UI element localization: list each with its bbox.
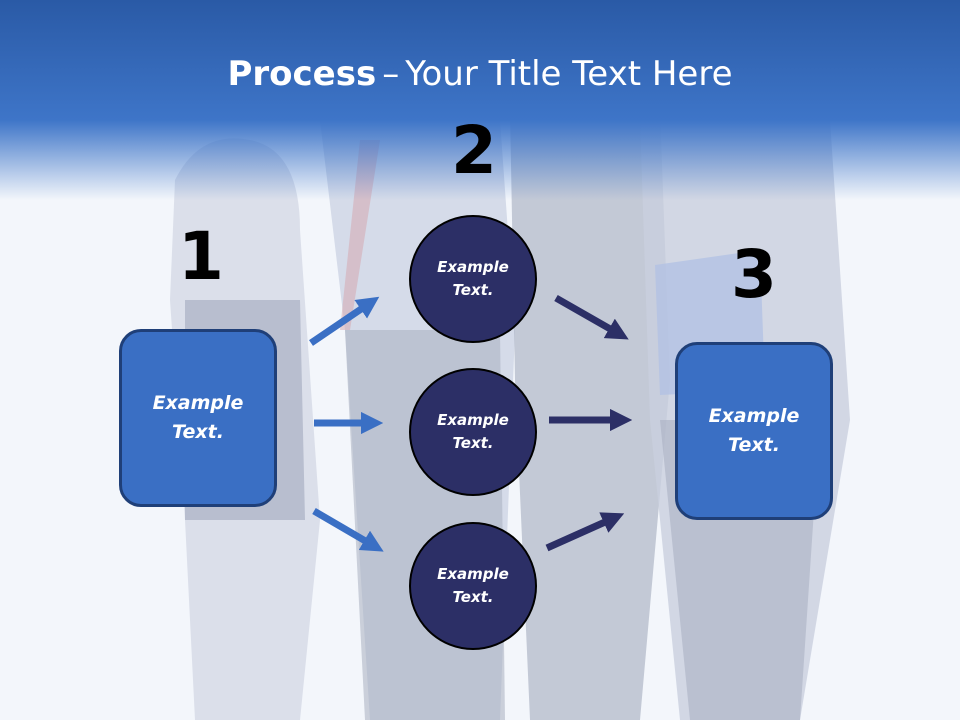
step-number-3: 3 [731,236,777,313]
step-number-2: 2 [451,112,497,189]
step-box-3: Example Text. [675,342,833,520]
title-bold-part: Process [227,54,377,94]
step-circle-middle: Example Text. [409,368,537,496]
step-circle-top: Example Text. [409,215,537,343]
slide-title: Process–Your Title Text Here [0,52,960,96]
title-dash: – [382,54,400,94]
step-circle-bottom: Example Text. [409,522,537,650]
circle-top-text: Example Text. [437,258,509,299]
step-number-1: 1 [178,218,224,295]
title-rest: Your Title Text Here [405,54,733,94]
circle-middle-text: Example Text. [437,411,509,452]
circle-bottom-text: Example Text. [437,565,509,606]
step-box-1-text: Example Text. [152,392,244,443]
arrow-icon-left-down [312,507,384,552]
step-box-3-text: Example Text. [708,405,800,456]
arrow-icon-right-up [545,512,625,552]
arrow-icon-right-down [554,294,629,340]
arrow-icon-left-up [309,296,380,346]
step-box-1: Example Text. [119,329,277,507]
header-band [0,0,960,200]
